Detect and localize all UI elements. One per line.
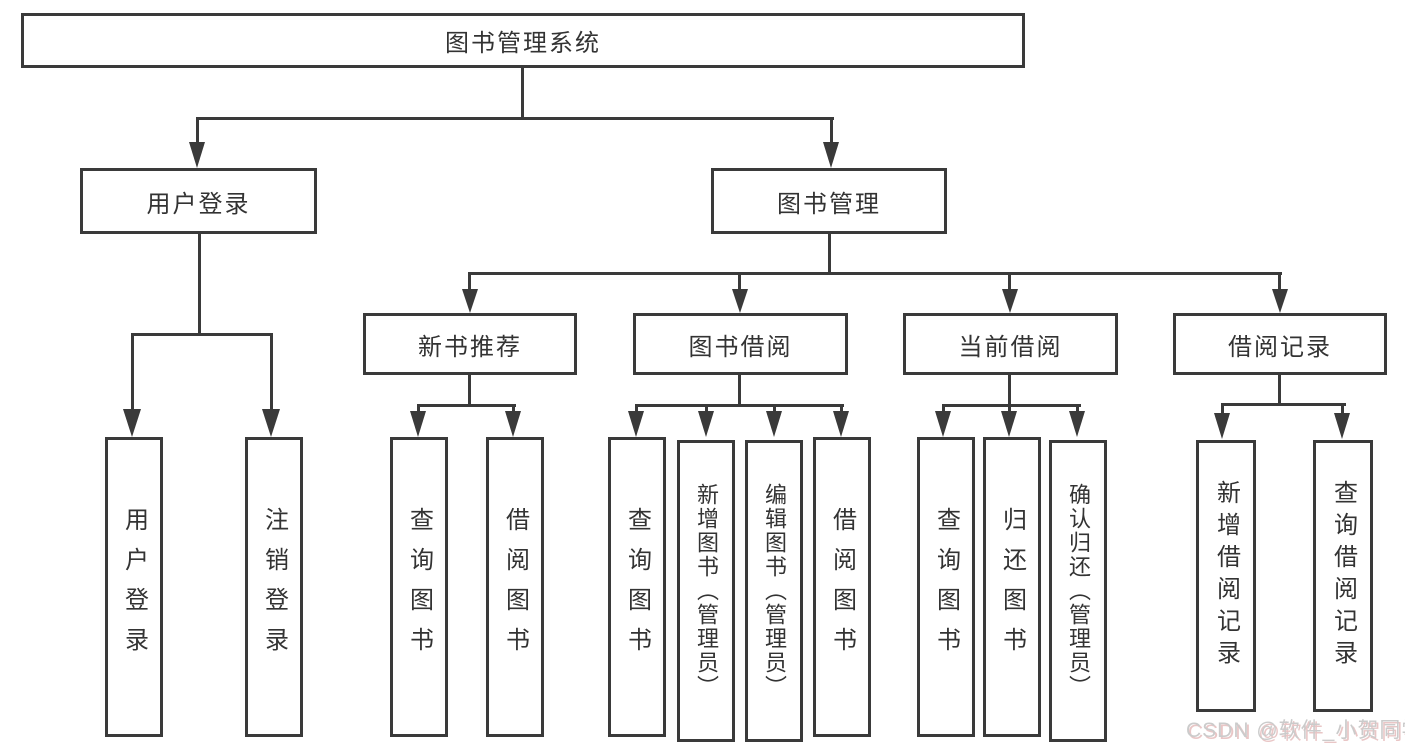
connector-line [840,404,843,416]
connector-line [1008,404,1011,416]
csdn-watermark: CSDN @软件_小贺同学 [1186,719,1405,742]
leaf-confirm-return-admin: 确认归还（管理员） [1049,440,1107,742]
connector-line [830,117,833,145]
leaf-add-book-admin: 新增图书（管理员） [677,440,735,742]
node-book-borrow: 图书借阅 [633,313,848,375]
arrow-down-icon [1272,289,1288,313]
connector-line [773,404,776,416]
arrow-down-icon [1214,413,1230,439]
leaf-add-borrow-record: 新增借阅记录 [1196,440,1256,712]
connector-line [738,375,741,407]
arrow-down-icon [462,289,478,313]
leaf-query-book-current: 查询图书 [917,437,975,737]
connector-line [1221,403,1224,415]
connector-line [270,333,273,411]
connector-line [828,234,831,275]
connector-line [196,117,199,145]
arrow-down-icon [1334,413,1350,439]
arrow-down-icon [123,409,141,437]
connector-line [635,404,638,416]
arrow-down-icon [410,411,426,437]
connector-line [1008,375,1011,407]
connector-line [512,404,515,416]
connector-line [131,333,134,411]
connector-line [1221,403,1346,406]
node-new-book-recommend: 新书推荐 [363,313,577,375]
connector-line [198,234,201,336]
leaf-logout: 注销登录 [245,437,303,737]
node-root: 图书管理系统 [21,13,1025,68]
node-book-management: 图书管理 [711,168,947,234]
leaf-user-login: 用户登录 [105,437,163,737]
arrow-down-icon [833,411,849,437]
node-current-borrow: 当前借阅 [903,313,1118,375]
connector-line [468,272,1282,275]
arrow-down-icon [1069,411,1085,437]
connector-line [705,404,708,416]
arrow-down-icon [935,411,951,437]
arrow-down-icon [823,142,839,168]
connector-line [635,404,844,407]
connector-line [468,375,471,407]
connector-line [1278,272,1281,292]
node-user-login: 用户登录 [80,168,317,234]
connector-line [942,404,1081,407]
connector-line [196,117,834,120]
leaf-query-borrow-record: 查询借阅记录 [1313,440,1373,712]
connector-line [417,404,516,407]
connector-line [1008,272,1011,292]
leaf-query-book-borrow: 查询图书 [608,437,666,737]
connector-line [1076,404,1079,416]
leaf-borrow-book-recommend: 借阅图书 [486,437,544,737]
arrow-down-icon [505,411,521,437]
leaf-query-book-recommend: 查询图书 [390,437,448,737]
arrow-down-icon [1002,289,1018,313]
connector-line [417,404,420,416]
arrow-down-icon [766,411,782,437]
leaf-edit-book-admin: 编辑图书（管理员） [745,440,803,742]
arrow-down-icon [189,142,205,168]
node-borrow-records: 借阅记录 [1173,313,1387,375]
arrow-down-icon [732,289,748,313]
arrow-down-icon [628,411,644,437]
leaf-borrow-book: 借阅图书 [813,437,871,737]
connector-line [131,333,273,336]
connector-line [521,68,524,118]
connector-line [468,272,471,292]
connector-line [1278,375,1281,406]
arrow-down-icon [698,411,714,437]
connector-line [738,272,741,292]
connector-line [1341,403,1344,415]
arrow-down-icon [1001,411,1017,437]
leaf-return-book: 归还图书 [983,437,1041,737]
arrow-down-icon [262,409,280,437]
connector-line [942,404,945,416]
